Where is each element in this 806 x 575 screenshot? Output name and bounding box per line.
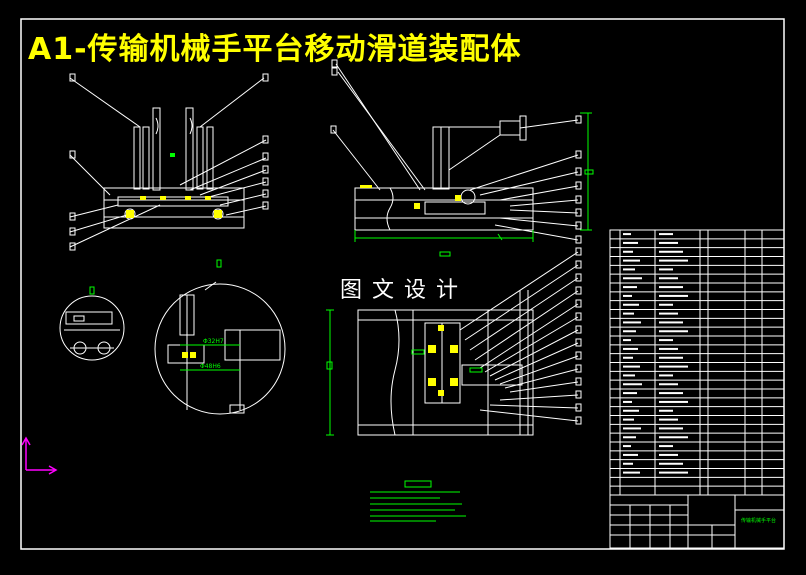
- parts-list-cell-text: [659, 400, 688, 403]
- parts-list-cell-text: [623, 453, 638, 456]
- parts-list-cell-text: [623, 409, 639, 412]
- ucs-icon: [21, 436, 58, 475]
- parts-list-cell-text: [659, 453, 678, 456]
- detail-view-a: [59, 295, 125, 361]
- side-view-balloons: [330, 59, 582, 244]
- parts-list-cell-text: [623, 330, 636, 333]
- top-view-balloons: [575, 247, 582, 425]
- parts-list-cell-text: [659, 418, 678, 421]
- parts-list-cell-text: [623, 392, 637, 395]
- parts-list-cell-text: [623, 241, 638, 244]
- parts-list-cell-text: [659, 250, 683, 253]
- parts-list-cell-text: [623, 462, 633, 465]
- parts-list-cell-text: [623, 427, 641, 430]
- parts-list: [609, 229, 785, 496]
- top-view: [357, 251, 579, 436]
- parts-list-cell-text: [659, 471, 688, 474]
- parts-list-cell-text: [659, 427, 683, 430]
- top-view-highlights: [428, 325, 458, 396]
- parts-list-cell-text: [623, 286, 637, 289]
- parts-list-cell-text: [623, 294, 632, 297]
- front-view: [69, 77, 267, 248]
- parts-list-cell-text: [623, 268, 635, 271]
- parts-list-cell-text: [623, 365, 640, 368]
- parts-list-cell-text: [659, 303, 673, 306]
- parts-list-cell-text: [659, 436, 688, 439]
- parts-list-cell-text: [659, 233, 673, 236]
- drawing-title: A1-传输机械手平台移动滑道装配体: [28, 32, 522, 67]
- parts-list-cell-text: [659, 259, 688, 262]
- detail-b-dim-2: Φ48H6: [200, 363, 221, 370]
- parts-list-cell-text: [623, 374, 635, 377]
- title-block-name: 传输机械手平台: [741, 517, 776, 524]
- parts-list-cell-text: [623, 277, 642, 280]
- front-view-dim-mark: [170, 153, 175, 157]
- parts-list-cell-text: [623, 259, 640, 262]
- watermark-text: 图文设计: [340, 278, 469, 303]
- parts-list-cell-text: [623, 418, 634, 421]
- detail-b-label: [216, 259, 222, 268]
- parts-list-cell-text: [623, 356, 633, 359]
- parts-list-cell-text: [623, 471, 640, 474]
- detail-view-b-dims: Φ32H7 Φ48H6: [180, 338, 240, 371]
- top-view-dim: [326, 309, 483, 436]
- parts-list-cell-text: [623, 303, 639, 306]
- parts-list-cell-text: [659, 339, 673, 342]
- parts-list-cell-text: [659, 321, 683, 324]
- parts-list-cell-text: [623, 436, 636, 439]
- parts-list-cell-text: [659, 409, 673, 412]
- parts-list-cell-text: [659, 277, 678, 280]
- title-block: [609, 494, 785, 549]
- parts-list-cell-text: [659, 312, 678, 315]
- parts-list-cell-text: [659, 365, 688, 368]
- parts-list-cell-text: [659, 268, 673, 271]
- parts-list-cell-text: [659, 392, 683, 395]
- parts-list-cell-text: [623, 250, 633, 253]
- front-view-balloons: [69, 73, 269, 251]
- parts-list-cell-text: [659, 241, 678, 244]
- detail-a-label: [89, 286, 95, 295]
- side-view: [332, 63, 579, 241]
- parts-list-cell-text: [623, 445, 631, 448]
- parts-list-cell-text: [659, 294, 688, 297]
- parts-list-cell-text: [623, 347, 638, 350]
- front-view-highlights: [126, 196, 222, 218]
- parts-list-cell-text: [623, 339, 631, 342]
- parts-list-cell-text: [659, 383, 678, 386]
- parts-list-cell-text: [623, 383, 642, 386]
- parts-list-cell-text: [659, 347, 678, 350]
- parts-list-cell-text: [659, 330, 688, 333]
- side-view-dim: [354, 112, 594, 257]
- side-view-highlights: [360, 185, 461, 209]
- parts-list-cell-text: [623, 312, 634, 315]
- detail-view-b: [154, 281, 286, 415]
- parts-list-cell-text: [659, 286, 683, 289]
- detail-b-dim-1: Φ32H7: [203, 338, 224, 345]
- parts-list-cell-text: [659, 374, 673, 377]
- parts-list-cell-text: [659, 462, 683, 465]
- parts-list-cell-text: [623, 233, 631, 236]
- parts-list-cell-text: [623, 321, 641, 324]
- parts-list-cell-text: [659, 356, 683, 359]
- parts-list-cell-text: [623, 400, 632, 403]
- technical-notes: [370, 480, 466, 522]
- parts-list-cell-text: [659, 445, 673, 448]
